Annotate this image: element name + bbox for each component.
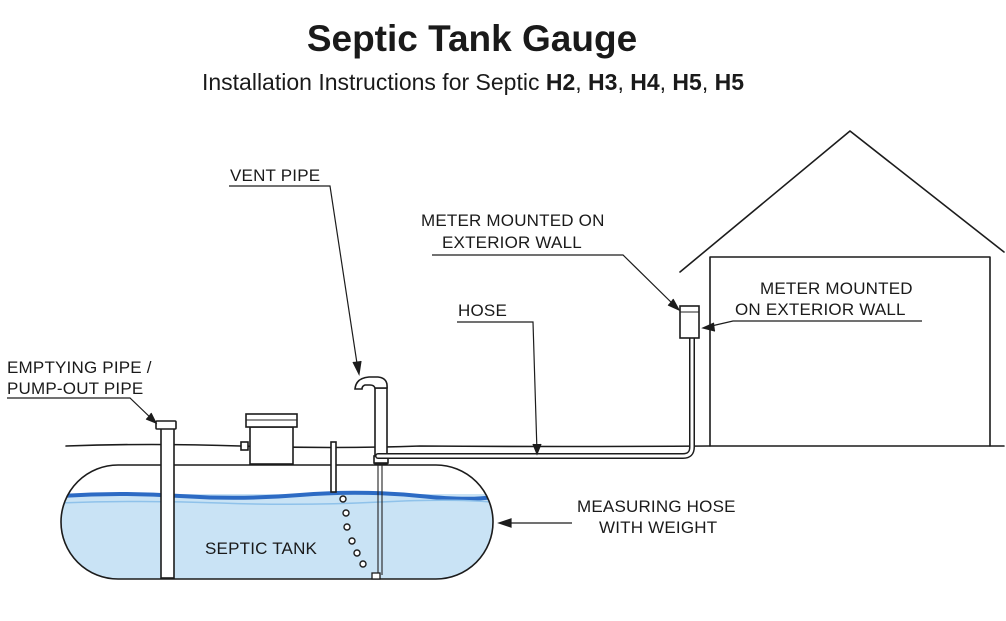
hose-leader <box>457 321 538 453</box>
emptying-pipe-label-line1: EMPTYING PIPE / <box>7 358 152 377</box>
meter-wall-leader <box>706 320 922 328</box>
subtitle-separator: , <box>660 69 673 95</box>
tank-water <box>61 494 493 579</box>
meter-box <box>679 305 700 339</box>
meter-wall-label-line1: METER MOUNTED <box>760 279 913 298</box>
septic-tank-label: SEPTIC TANK <box>205 539 318 558</box>
tank-shell <box>60 464 494 580</box>
house <box>679 130 1005 447</box>
measuring-hose <box>339 463 383 580</box>
page-title: Septic Tank Gauge <box>307 18 637 59</box>
subtitle-model: H5 <box>715 69 745 95</box>
hose-weight <box>371 572 381 580</box>
meter-callout-leader <box>432 254 678 309</box>
septic-tank: SEPTIC TANK <box>60 464 494 580</box>
vent-pipe-leader <box>229 185 359 371</box>
leaders <box>7 185 922 528</box>
emptying-pipe-leader <box>7 397 155 422</box>
meter-wall-label-line2: ON EXTERIOR WALL <box>735 300 906 319</box>
access-riser <box>240 413 298 465</box>
house-wall <box>709 256 991 447</box>
subtitle-model: H5 <box>672 69 702 95</box>
subtitle-model: H3 <box>588 69 617 95</box>
subtitle-model: H2 <box>546 69 575 95</box>
vent-pipe-label: VENT PIPE <box>230 166 320 185</box>
small-post <box>330 441 337 493</box>
emptying-pipe <box>155 420 177 579</box>
measuring-hose-label-line2: WITH WEIGHT <box>599 518 717 537</box>
water-surface <box>61 490 493 501</box>
emptying-pipe-label-line2: PUMP-OUT PIPE <box>7 379 143 398</box>
subtitle-separator: , <box>575 69 588 95</box>
page-subtitle: Installation Instructions for Septic H2,… <box>202 69 744 95</box>
meter-callout-label-line2: EXTERIOR WALL <box>442 233 582 252</box>
air-bubbles <box>339 495 367 568</box>
subtitle-separator: , <box>617 69 630 95</box>
emptying-pipe-cap <box>155 420 177 430</box>
meter-callout-label-line1: METER MOUNTED ON <box>421 211 605 230</box>
subtitle-model: H4 <box>630 69 660 95</box>
subtitle-separator: , <box>702 69 715 95</box>
vent-pipe <box>354 376 389 465</box>
house-roof <box>679 130 1005 273</box>
measuring-hose-label-line1: MEASURING HOSE <box>577 497 736 516</box>
subtitle-prefix: Installation Instructions for Septic <box>202 69 546 95</box>
vent-pipe-elbow <box>354 376 388 390</box>
meter <box>679 305 700 339</box>
hose-label: HOSE <box>458 301 507 320</box>
